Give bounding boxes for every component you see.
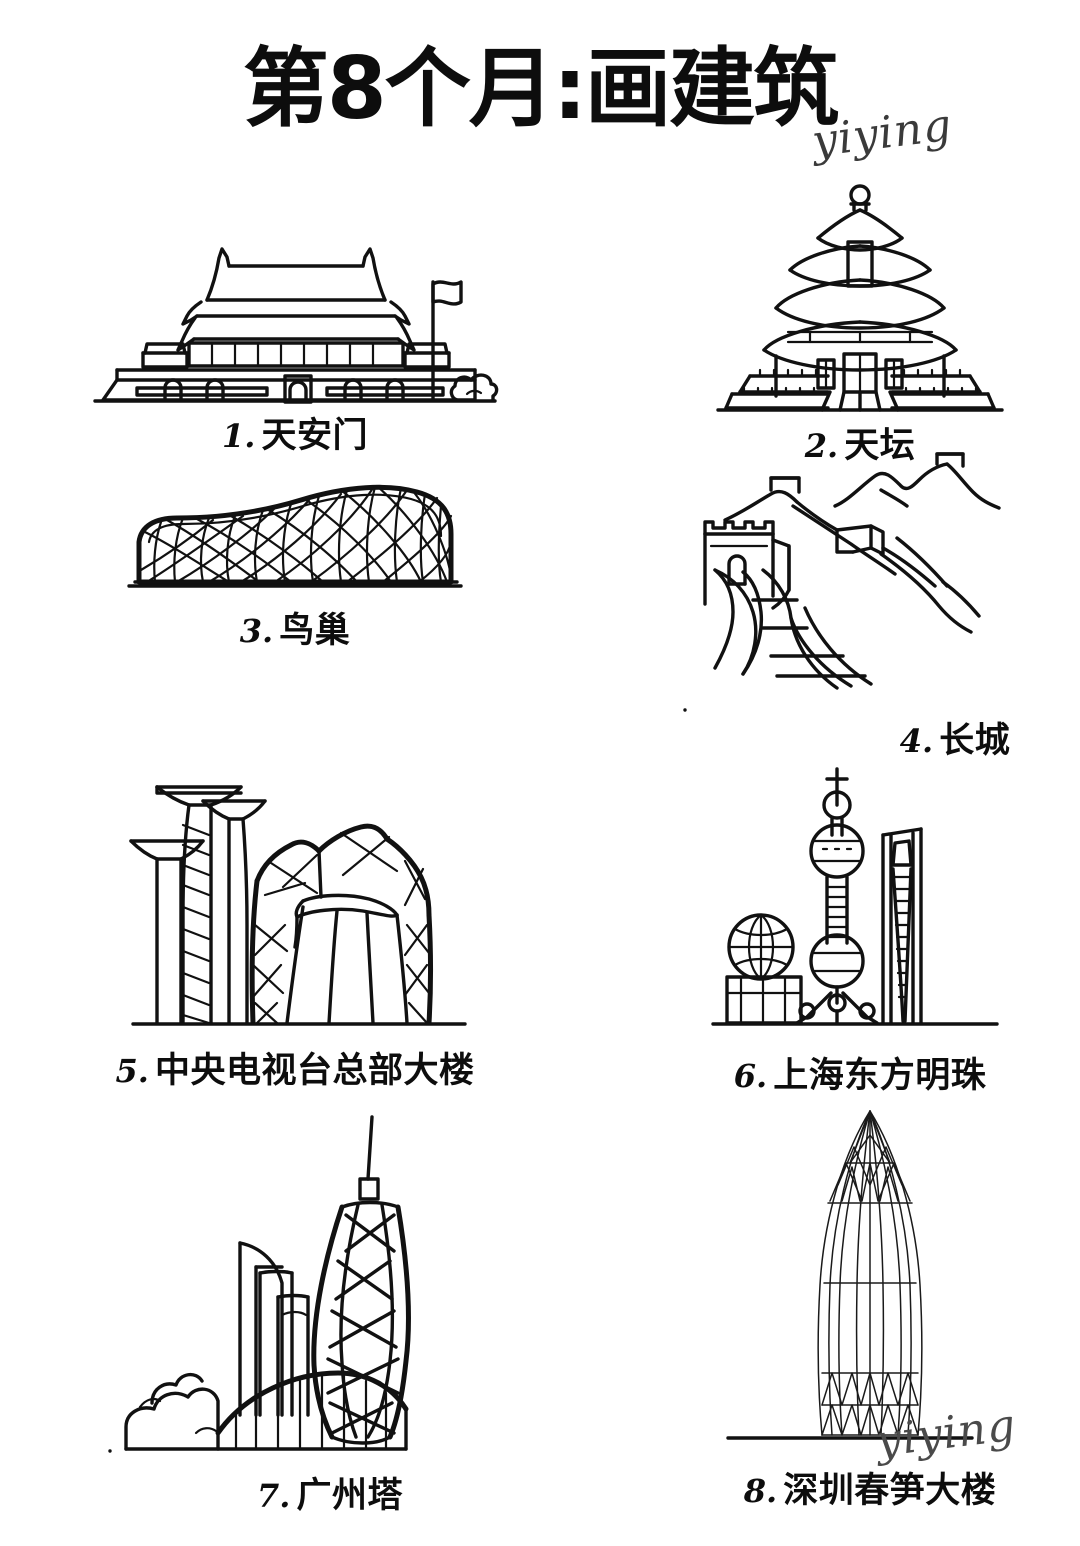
item-8-caption: 8. 深圳春笋大楼 — [744, 1462, 996, 1513]
header: 第8个月:画建筑 — [0, 34, 1080, 164]
item-7-label: 广州塔 — [296, 1476, 403, 1516]
item-3-caption: 3. 鸟巢 — [240, 602, 350, 653]
great-wall-drawing — [683, 452, 1001, 712]
item-4-number: 4. — [899, 722, 934, 760]
item-7-canton-tower: 7. 广州塔 — [80, 1115, 520, 1518]
tiananmen-gate-drawing — [93, 247, 499, 404]
item-4-label: 长城 — [939, 721, 1011, 761]
item-2-caption: 2. 天坛 — [805, 417, 915, 468]
cctv-headquarters-drawing — [129, 785, 467, 1026]
item-8-label: 深圳春笋大楼 — [783, 1471, 997, 1511]
item-1-number: 1. — [222, 417, 256, 455]
shenzhen-spring-bamboo-tower-drawing — [726, 1110, 974, 1440]
item-4-caption: 4. 长城 — [900, 712, 1010, 763]
illustration-grid: 1. 天安门 — [0, 170, 1080, 1546]
birds-nest-stadium-drawing — [127, 484, 463, 588]
item-6-caption: 6. 上海东方明珠 — [734, 1047, 986, 1098]
item-5-number: 5. — [115, 1052, 149, 1090]
item-4-great-wall: 4. 长城 — [660, 452, 1080, 763]
item-2-number: 2. — [804, 427, 839, 465]
item-1-tiananmen: 1. 天安门 — [60, 240, 530, 458]
item-7-number: 7. — [257, 1477, 291, 1515]
item-6-oriental-pearl: 6. 上海东方明珠 — [660, 765, 1060, 1098]
page-title: 第8个月:画建筑 — [242, 39, 839, 139]
temple-of-heaven-drawing — [716, 184, 1004, 412]
item-3-label: 鸟巢 — [279, 611, 351, 651]
canton-tower-drawing — [108, 1115, 411, 1453]
item-1-caption: 1. 天安门 — [222, 407, 368, 458]
item-6-label: 上海东方明珠 — [773, 1056, 987, 1096]
item-2-label: 天坛 — [844, 426, 916, 466]
item-8-shenzhen-spring-bamboo: 8. 深圳春笋大楼 — [660, 1105, 1080, 1513]
item-5-caption: 5. 中央电视台总部大楼 — [116, 1042, 475, 1093]
item-8-number: 8. — [743, 1472, 778, 1510]
item-6-number: 6. — [733, 1057, 768, 1095]
oriental-pearl-tower-drawing — [711, 767, 999, 1026]
item-1-label: 天安门 — [261, 416, 368, 456]
item-5-label: 中央电视台总部大楼 — [154, 1051, 475, 1091]
item-7-caption: 7. 广州塔 — [257, 1467, 403, 1518]
item-5-cctv-headquarters: 5. 中央电视台总部大楼 — [60, 765, 530, 1093]
item-3-birds-nest: 3. 鸟巢 — [70, 470, 520, 653]
item-3-number: 3. — [239, 612, 274, 650]
item-2-temple-of-heaven: 2. 天坛 — [650, 180, 1070, 468]
